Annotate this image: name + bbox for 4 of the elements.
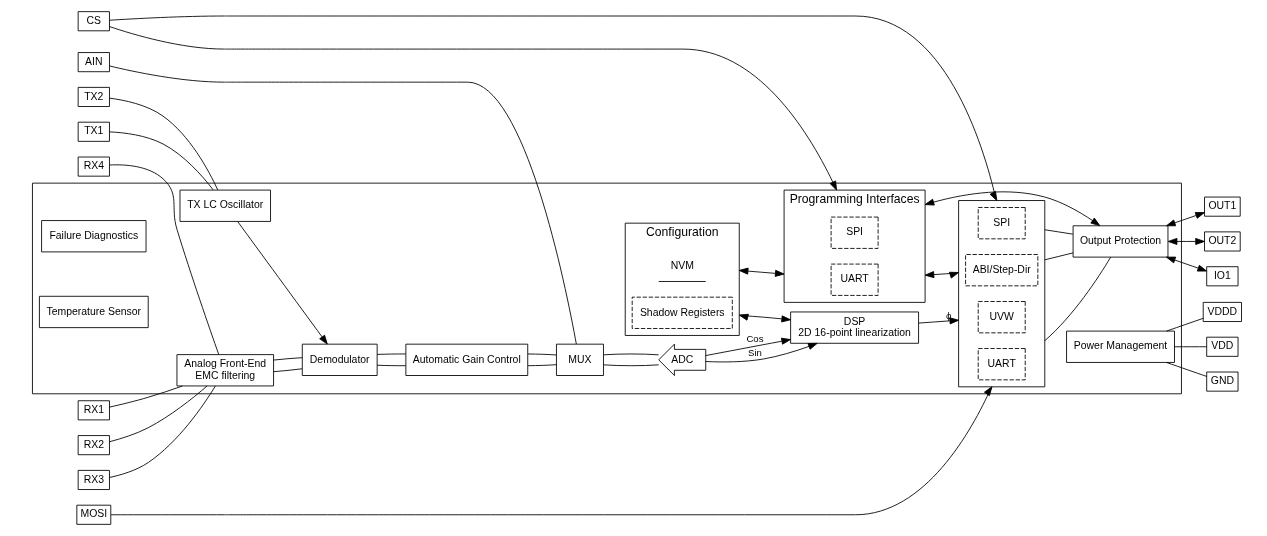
edge-label: ϕ [945, 309, 952, 321]
edge-label: Sin [748, 347, 762, 359]
edge-label: Cos [746, 333, 764, 345]
node-text: NVM [670, 259, 694, 271]
